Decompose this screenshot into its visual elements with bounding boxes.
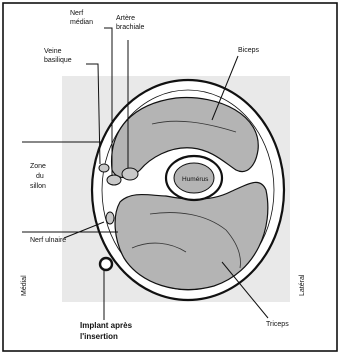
label-veine-2: basilique [44,57,72,64]
label-biceps: Biceps [238,47,260,54]
label-implant-1: Implant après [80,321,133,330]
label-nerf-median-2: médian [70,19,93,26]
label-artere-2: brachiale [116,24,145,31]
label-artere-1: Artère [116,15,135,22]
median-nerve [107,175,121,185]
label-nerf-median-1: Nerf [70,10,83,17]
label-triceps: Triceps [266,321,289,328]
ulnar-nerve [106,212,114,224]
label-medial: Médial [21,275,28,296]
label-humerus: Humérus [182,176,209,183]
label-zone-3: sillon [30,183,46,190]
basilic-vein [99,164,109,172]
label-nerf-ulnaire: Nerf ulnaire [30,237,66,244]
label-implant-2: l'insertion [80,332,118,341]
label-zone-2: du [36,173,44,180]
label-lateral: Latéral [299,274,306,296]
brachial-artery [122,168,138,180]
implant-marker [100,258,112,270]
label-veine-1: Veine [44,48,62,55]
label-zone-1: Zone [30,163,46,170]
